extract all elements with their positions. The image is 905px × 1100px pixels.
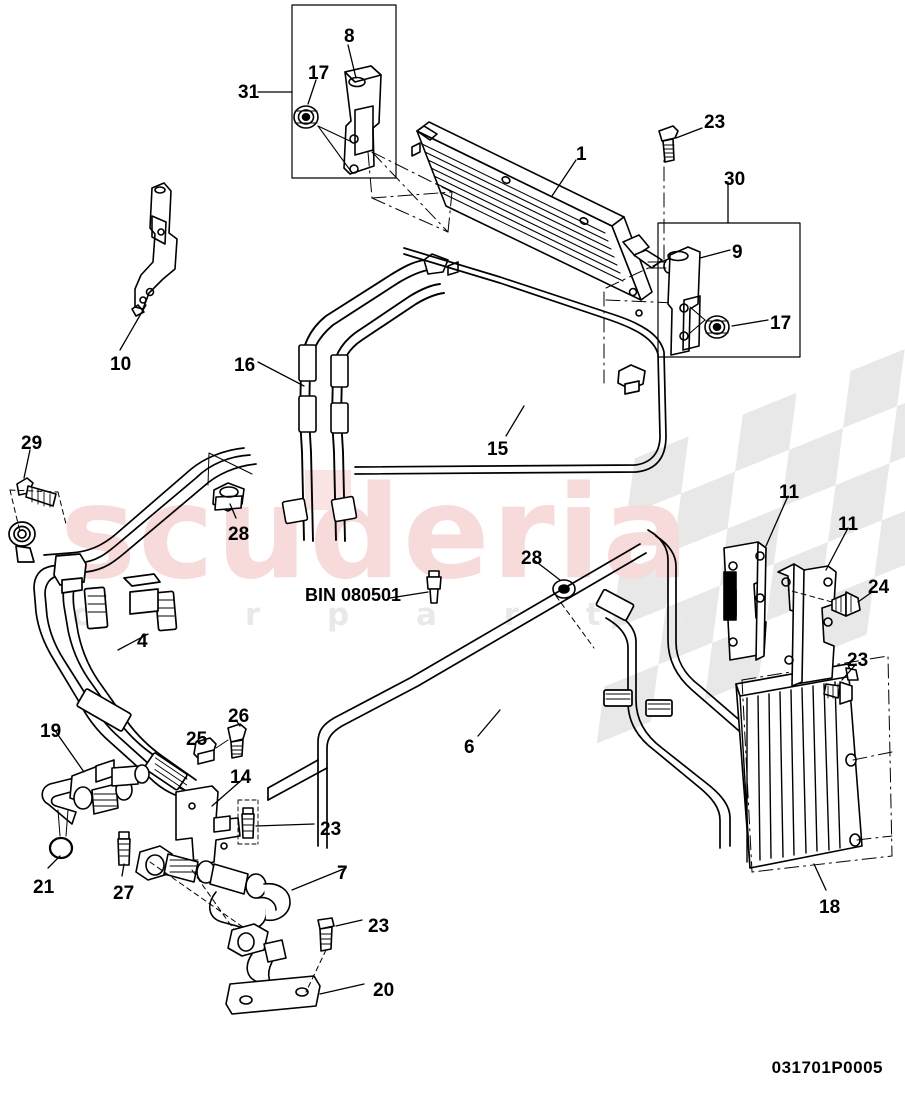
callout-23-d[interactable]: 23 <box>368 916 390 937</box>
transmission-oil-cooler-18 <box>735 663 863 869</box>
callout-28-a[interactable]: 28 <box>228 524 250 545</box>
cooler-mounting-bracket-11-a <box>723 541 767 661</box>
bolt-29 <box>16 477 57 508</box>
callout-28-b[interactable]: 28 <box>521 548 543 569</box>
eyelet-fitting <box>8 521 36 563</box>
callout-7[interactable]: 7 <box>337 863 348 884</box>
bolt-23-right <box>823 681 853 705</box>
bolt-27 <box>117 831 131 866</box>
reference-code: 031701P0005 <box>771 1058 883 1077</box>
callout-11-a[interactable]: 11 <box>779 482 800 503</box>
bracket-8 <box>343 65 382 175</box>
clip-25 <box>193 737 217 765</box>
callout-24[interactable]: 24 <box>868 577 890 598</box>
callout-19[interactable]: 19 <box>40 721 62 742</box>
callout-4[interactable]: 4 <box>137 631 148 652</box>
mounting-plate-20 <box>225 975 321 1015</box>
engine-oil-cooler-1 <box>411 121 675 317</box>
callout-8[interactable]: 8 <box>344 26 355 47</box>
oil-pipe-pair-left-4 <box>8 447 257 801</box>
bolt-26 <box>227 723 247 759</box>
bolt-23-bottom <box>317 917 335 952</box>
leader-17-left <box>317 125 353 143</box>
callout-17-b[interactable]: 17 <box>770 313 792 334</box>
pipe-junction-7 <box>135 845 291 930</box>
callout-17-a[interactable]: 17 <box>308 63 330 84</box>
callout-14[interactable]: 14 <box>230 767 252 788</box>
hose-connector-block-19 <box>41 759 150 825</box>
callout-29[interactable]: 29 <box>21 433 43 454</box>
assembly-axis <box>367 140 677 384</box>
kit-box-30 <box>657 222 801 358</box>
bracket-10 <box>131 182 178 317</box>
callout-23-a[interactable]: 23 <box>704 112 726 133</box>
leader-lines <box>23 44 873 995</box>
lower-connector <box>227 923 287 991</box>
callout-11-b[interactable]: 11 <box>838 514 859 535</box>
callout-31[interactable]: 31 <box>238 82 260 103</box>
callout-25[interactable]: 25 <box>186 729 208 750</box>
callout-23-c[interactable]: 23 <box>320 819 342 840</box>
callout-27[interactable]: 27 <box>113 883 135 904</box>
callout-1[interactable]: 1 <box>576 144 587 165</box>
bolt-23-centre <box>241 807 255 839</box>
bin-label: BIN 080501 <box>305 585 402 605</box>
cooler-mounting-bracket-11-b <box>777 563 837 687</box>
callout-18[interactable]: 18 <box>819 897 841 918</box>
callout-30[interactable]: 30 <box>724 169 746 190</box>
callout-20[interactable]: 20 <box>373 980 395 1001</box>
pipe-support-bracket-14 <box>175 785 241 867</box>
grommet-17-left <box>293 105 319 129</box>
callout-9[interactable]: 9 <box>732 242 743 263</box>
callout-16[interactable]: 16 <box>234 355 256 376</box>
o-ring-21 <box>48 836 74 860</box>
grommet-17-right <box>704 315 730 339</box>
callout-10[interactable]: 10 <box>110 354 132 375</box>
callout-6[interactable]: 6 <box>464 737 475 758</box>
hex-nut-28-left <box>212 482 245 512</box>
callout-23-b[interactable]: 23 <box>847 650 869 671</box>
oil-pipe-long-15 <box>354 247 667 475</box>
oil-hose-pair-16 <box>281 253 459 542</box>
bolt-23-top <box>658 125 679 163</box>
oil-pipe-centre-6 <box>267 543 647 849</box>
bolt-24 <box>831 591 861 617</box>
stud-28-right <box>426 570 442 604</box>
callout-26[interactable]: 26 <box>228 706 250 727</box>
callout-15[interactable]: 15 <box>487 439 509 460</box>
bracket-9 <box>667 246 701 356</box>
callout-21[interactable]: 21 <box>33 877 55 898</box>
